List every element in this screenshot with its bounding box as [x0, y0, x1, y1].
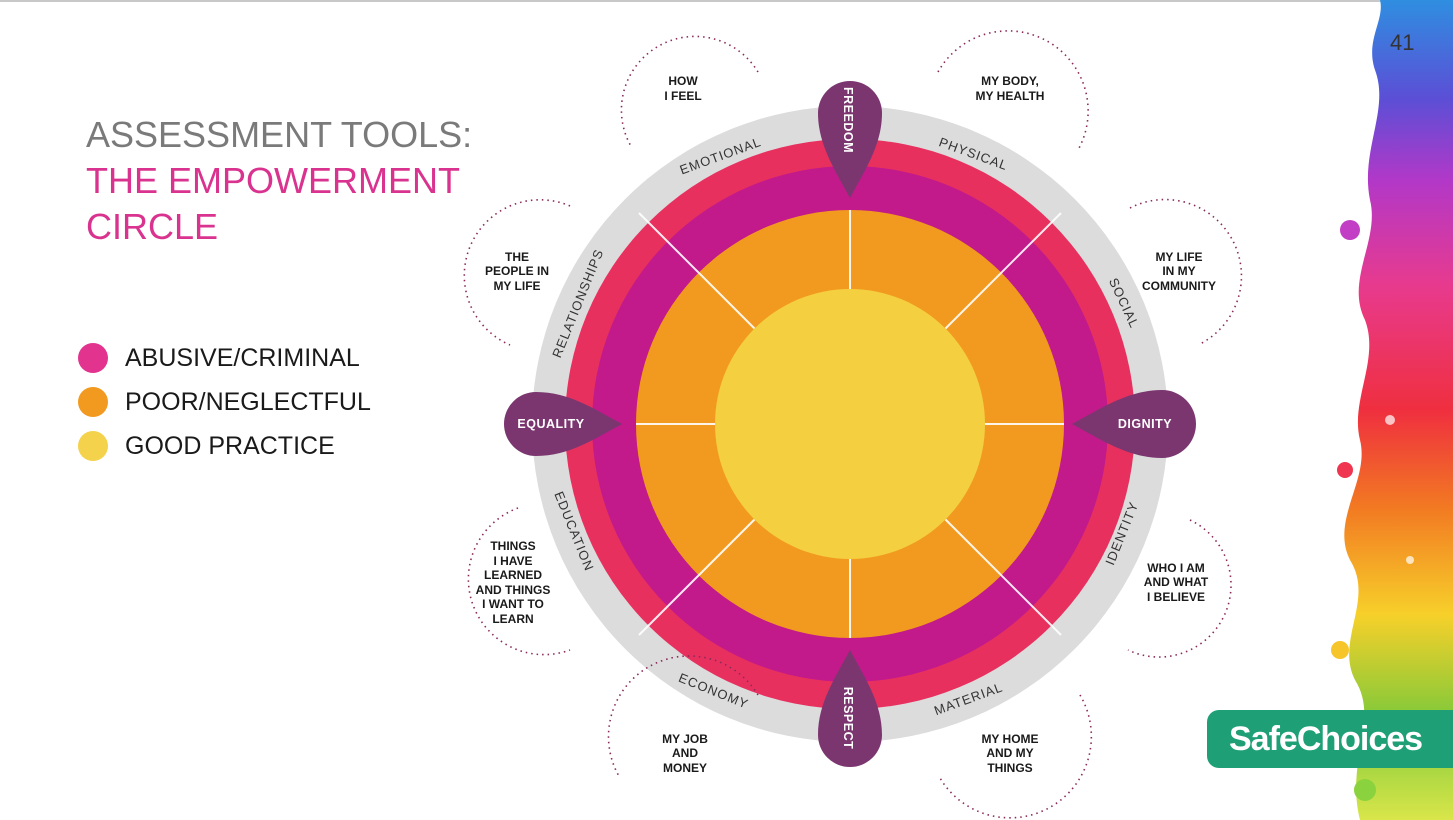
note-line: THE	[505, 250, 529, 264]
title-line-3: CIRCLE	[86, 206, 219, 247]
value-drop-equality: EQUALITY	[504, 392, 622, 456]
note-line: THINGS	[987, 761, 1032, 775]
value-drop-freedom: FREEDOM	[818, 81, 882, 198]
paint-splash-decoration	[1331, 0, 1453, 820]
top-border	[0, 0, 1453, 2]
note-my-community: MY LIFE IN MY COMMUNITY	[1142, 250, 1216, 293]
note-line: MY BODY,	[981, 74, 1039, 88]
safechoices-logo: SafeChoices	[1207, 710, 1453, 768]
title-line-1: ASSESSMENT TOOLS:	[86, 114, 473, 155]
note-my-body: MY BODY, MY HEALTH	[976, 74, 1045, 103]
note-line: IN MY	[1162, 264, 1195, 278]
value-label-dignity: DIGNITY	[1118, 417, 1172, 431]
value-label-equality: EQUALITY	[517, 417, 584, 431]
legend-label: ABUSIVE/CRIMINAL	[125, 343, 360, 372]
legend-item-abusive: ABUSIVE/CRIMINAL	[78, 336, 371, 380]
logo-text: SafeChoices	[1229, 719, 1423, 758]
note-arcs	[463, 30, 1243, 819]
segment-dividers	[636, 210, 1064, 638]
note-line: MONEY	[663, 761, 707, 775]
note-how-i-feel: HOW I FEEL	[664, 74, 701, 103]
note-line: LEARNED	[484, 568, 542, 582]
value-drop-respect: RESPECT	[818, 650, 882, 767]
legend: ABUSIVE/CRIMINAL POOR/NEGLECTFUL GOOD PR…	[78, 336, 371, 468]
note-line: I BELIEVE	[1147, 590, 1205, 604]
legend-swatch	[78, 387, 108, 417]
legend-label: GOOD PRACTICE	[125, 431, 335, 460]
note-line: I FEEL	[664, 89, 701, 103]
value-label-freedom: FREEDOM	[841, 87, 855, 153]
legend-item-poor: POOR/NEGLECTFUL	[78, 380, 371, 424]
note-things-learned: THINGS I HAVE LEARNED AND THINGS I WANT …	[476, 539, 551, 626]
note-line: PEOPLE IN	[485, 264, 549, 278]
note-people-in-life: THE PEOPLE IN MY LIFE	[485, 250, 549, 293]
note-line: AND	[672, 746, 698, 760]
note-line: AND MY	[986, 746, 1033, 760]
note-line: AND WHAT	[1144, 575, 1209, 589]
note-line: COMMUNITY	[1142, 279, 1216, 293]
note-line: I WANT TO	[482, 597, 544, 611]
good-practice-core	[715, 289, 985, 559]
note-line: THINGS	[490, 539, 535, 553]
legend-swatch	[78, 431, 108, 461]
note-my-job: MY JOB AND MONEY	[662, 732, 708, 775]
legend-swatch	[78, 343, 108, 373]
legend-item-good: GOOD PRACTICE	[78, 424, 371, 468]
note-my-home: MY HOME AND MY THINGS	[981, 732, 1038, 775]
legend-label: POOR/NEGLECTFUL	[125, 387, 371, 416]
note-line: WHO I AM	[1147, 561, 1205, 575]
note-line: LEARN	[492, 612, 533, 626]
note-line: I HAVE	[493, 554, 532, 568]
page-number: 41	[1390, 30, 1415, 55]
title-line-2: THE EMPOWERMENT	[86, 160, 460, 201]
note-line: MY HEALTH	[976, 89, 1045, 103]
note-who-i-am: WHO I AM AND WHAT I BELIEVE	[1144, 561, 1209, 604]
note-line: MY LIFE	[1155, 250, 1202, 264]
value-drop-dignity: DIGNITY	[1072, 390, 1196, 458]
slide-title: ASSESSMENT TOOLS: THE EMPOWERMENT CIRCLE	[86, 112, 472, 250]
note-line: MY HOME	[981, 732, 1038, 746]
value-label-respect: RESPECT	[841, 687, 855, 750]
note-line: MY LIFE	[493, 279, 540, 293]
empowerment-circle-diagram: EMOTIONAL PHYSICAL SOCIAL IDENTITY MATER…	[463, 30, 1243, 819]
note-line: MY JOB	[662, 732, 708, 746]
note-line: AND THINGS	[476, 583, 551, 597]
note-line: HOW	[668, 74, 698, 88]
